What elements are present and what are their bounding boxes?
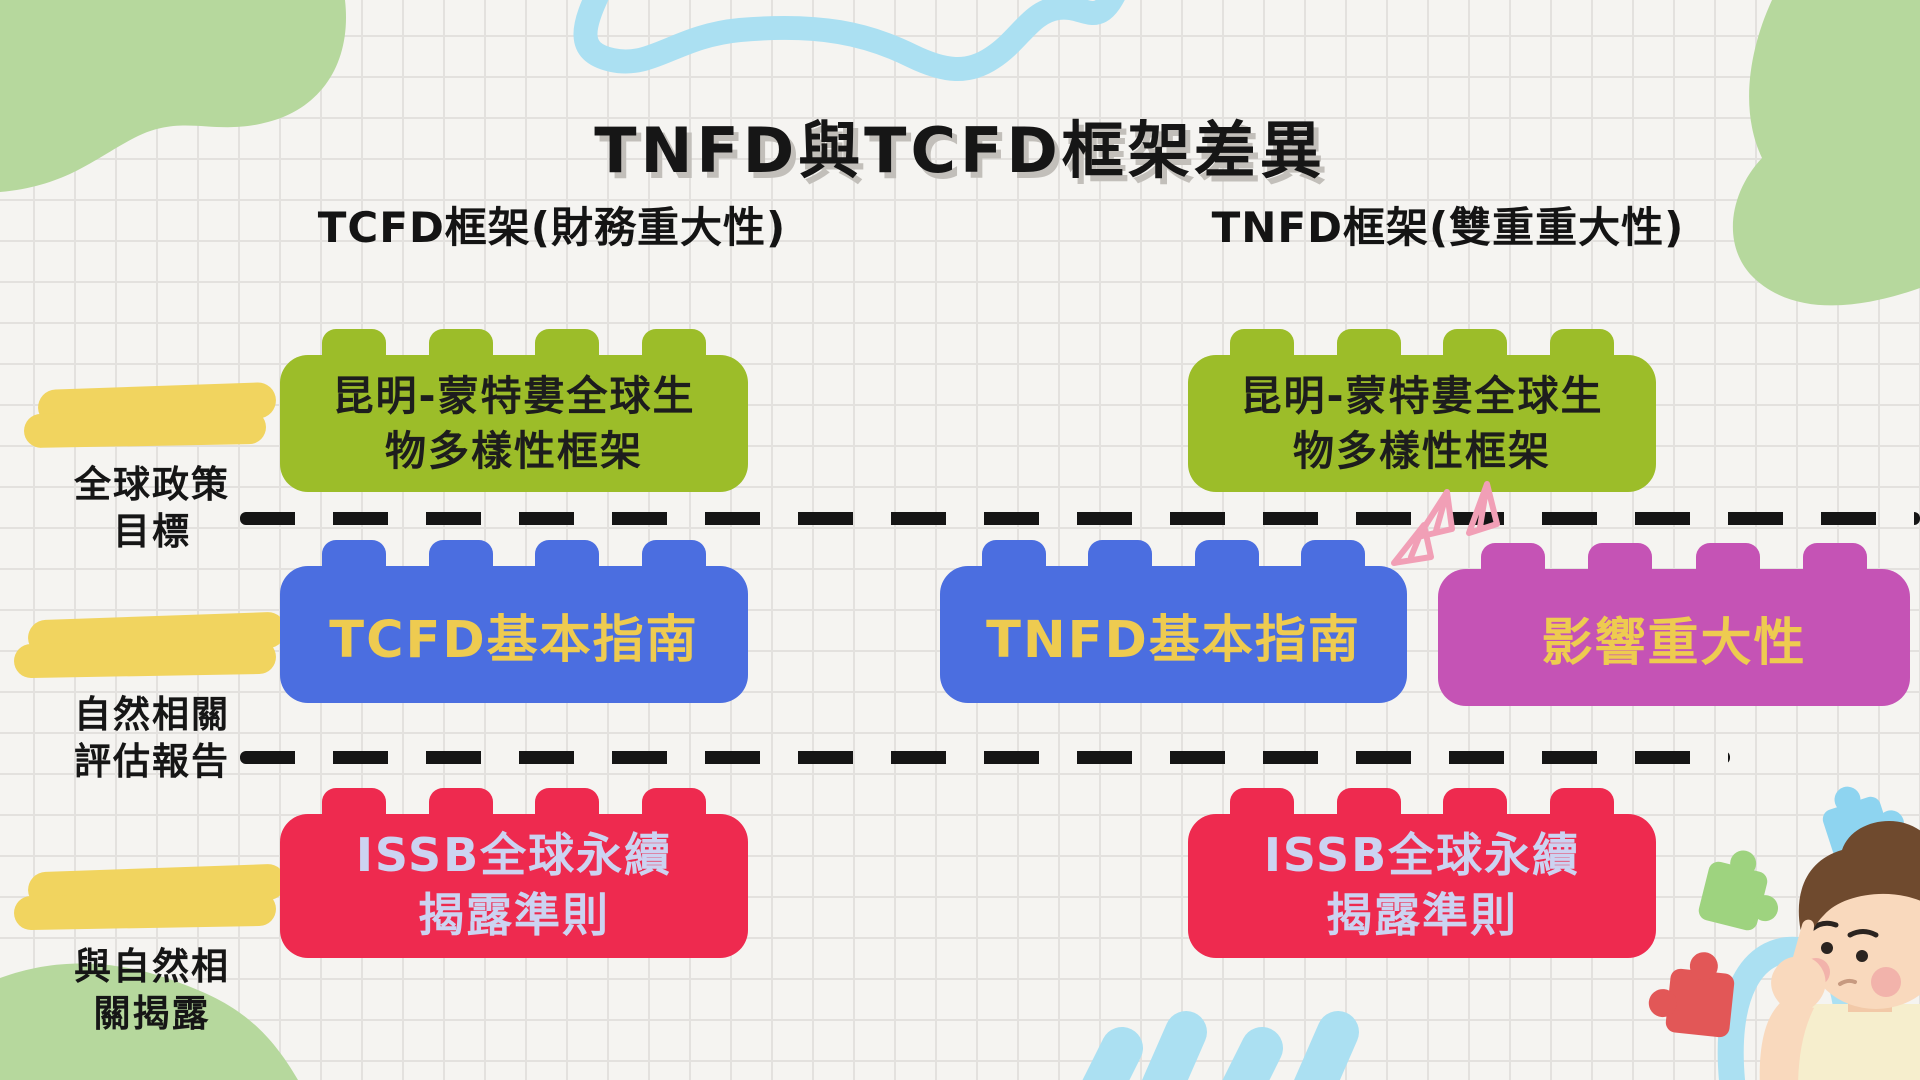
lego-block-label: ISSB全球永續 揭露準則 bbox=[355, 828, 673, 942]
lego-block-label: 影響重大性 bbox=[1541, 613, 1807, 673]
person-shirt bbox=[1764, 1004, 1920, 1080]
row-label-global-policy-goal: 全球政策 目標 bbox=[42, 366, 262, 555]
row-label-nature-assessment-report: 自然相關 評估報告 bbox=[32, 596, 272, 785]
person-eye bbox=[1856, 950, 1868, 962]
person-hair bbox=[1798, 821, 1920, 950]
lego-block-issb-tcfd: ISSB全球永續 揭露準則 bbox=[280, 788, 748, 958]
blue-curve-icon bbox=[1717, 936, 1861, 1080]
person-hand-pointing bbox=[1771, 919, 1826, 1013]
lego-block-tcfd-guide: TCFD基本指南 bbox=[280, 540, 748, 703]
dashed-divider-2 bbox=[240, 751, 1730, 764]
highlight-stroke bbox=[22, 868, 286, 910]
highlight-stroke bbox=[32, 386, 276, 428]
highlight-stroke bbox=[22, 616, 286, 658]
lego-block-issb-tnfd: ISSB全球永續 揭露準則 bbox=[1188, 788, 1656, 958]
blue-squiggle-top-icon bbox=[573, 0, 1125, 81]
person-eyebrow bbox=[1809, 920, 1839, 932]
person-mouth bbox=[1838, 978, 1857, 986]
lego-block-label: ISSB全球永續 揭露準則 bbox=[1263, 828, 1581, 942]
lego-block-label: TCFD基本指南 bbox=[329, 610, 699, 670]
blue-curve-icon bbox=[1886, 1030, 1920, 1080]
person-eyebrow bbox=[1847, 929, 1879, 938]
puzzle-piece-green-icon bbox=[1698, 850, 1779, 931]
person-neck bbox=[1848, 982, 1892, 1012]
thinking-person-illustration bbox=[1648, 786, 1920, 1080]
dashed-divider-1 bbox=[240, 512, 1920, 525]
puzzle-piece-blue-icon bbox=[1822, 786, 1904, 868]
page-title: TNFD與TCFD框架差異 bbox=[594, 113, 1326, 187]
person-blush bbox=[1802, 958, 1830, 986]
row-label-nature-related-disclosure: 與自然相 關揭露 bbox=[32, 848, 272, 1037]
person-face bbox=[1806, 881, 1920, 1009]
lego-block-impact-materiality: 影響重大性 bbox=[1438, 543, 1910, 706]
lego-block-kunming-tnfd: 昆明-蒙特婁全球生 物多樣性框架 bbox=[1188, 329, 1656, 492]
blue-dashes-bottom-icon bbox=[1082, 1011, 1359, 1080]
lego-block-tnfd-guide: TNFD基本指南 bbox=[940, 540, 1407, 703]
person-blush bbox=[1871, 967, 1901, 997]
lego-block-label: 昆明-蒙特婁全球生 物多樣性框架 bbox=[332, 372, 696, 475]
column-header-tnfd: TNFD框架(雙重重大性) bbox=[1211, 203, 1685, 252]
person-eye bbox=[1821, 942, 1833, 954]
lego-block-label: 昆明-蒙特婁全球生 物多樣性框架 bbox=[1240, 372, 1604, 475]
person-arm bbox=[1759, 998, 1814, 1080]
lego-block-label: TNFD基本指南 bbox=[986, 610, 1361, 670]
lego-block-kunming-tcfd: 昆明-蒙特婁全球生 物多樣性框架 bbox=[280, 329, 748, 492]
column-header-tcfd: TCFD框架(財務重大性) bbox=[317, 203, 787, 252]
puzzle-piece-red-icon bbox=[1648, 952, 1735, 1038]
